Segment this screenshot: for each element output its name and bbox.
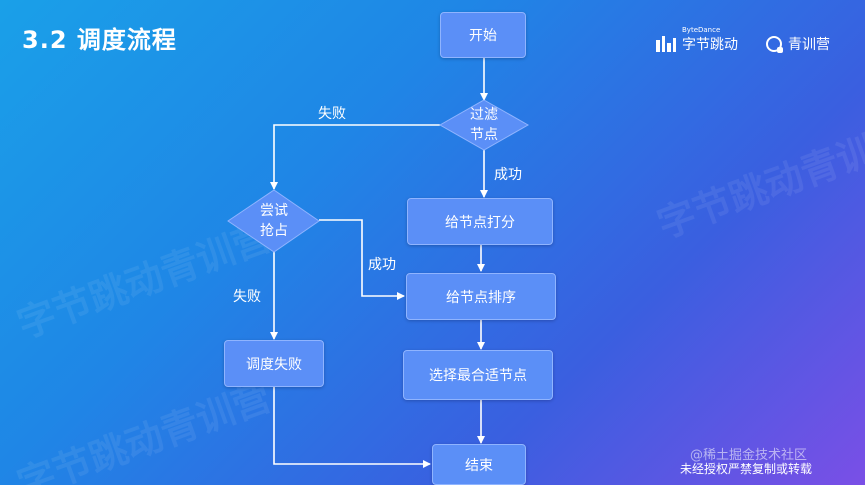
arrow-filter-preempt	[270, 124, 440, 190]
preempt-label-line1: 尝试	[260, 203, 288, 219]
arrow-preempt-sort	[319, 219, 405, 300]
copyright-notice: 未经授权严禁复制或转载	[680, 462, 813, 476]
preempt-diamond	[227, 189, 320, 253]
edge-label-filter-success: 成功	[494, 167, 522, 183]
start-node: 开始	[440, 12, 526, 58]
filter-node: 过滤 节点	[454, 105, 514, 145]
schedule-failed-node: 调度失败	[224, 340, 324, 387]
preempt-node: 尝试 抢占	[244, 201, 304, 241]
juejin-credit: @稀土掘金技术社区	[690, 448, 808, 463]
preempt-label-line2: 抢占	[260, 223, 288, 239]
slide-title: 3.2 调度流程	[22, 26, 177, 54]
arrow-failed-end	[273, 387, 431, 468]
end-node: 结束	[432, 444, 526, 485]
filter-label-line2: 节点	[470, 127, 498, 143]
bytedance-logo-icon	[656, 36, 676, 52]
select-node: 选择最合适节点	[403, 350, 553, 400]
edge-label-filter-fail: 失败	[318, 106, 346, 122]
score-node: 给节点打分	[407, 198, 553, 245]
bytedance-small-text: ByteDance	[682, 26, 721, 34]
bytedance-brand: ByteDance 字节跳动	[656, 26, 738, 54]
qingxun-brand: 青训营	[766, 34, 830, 54]
edge-label-preempt-fail: 失败	[233, 289, 261, 305]
qingxun-text: 青训营	[788, 37, 830, 53]
sort-node: 给节点排序	[406, 273, 556, 320]
qingxun-logo-icon	[766, 36, 783, 53]
filter-diamond	[438, 99, 530, 151]
edge-label-preempt-success: 成功	[368, 257, 396, 273]
filter-label-line1: 过滤	[470, 107, 498, 123]
bytedance-text: 字节跳动	[682, 37, 738, 53]
